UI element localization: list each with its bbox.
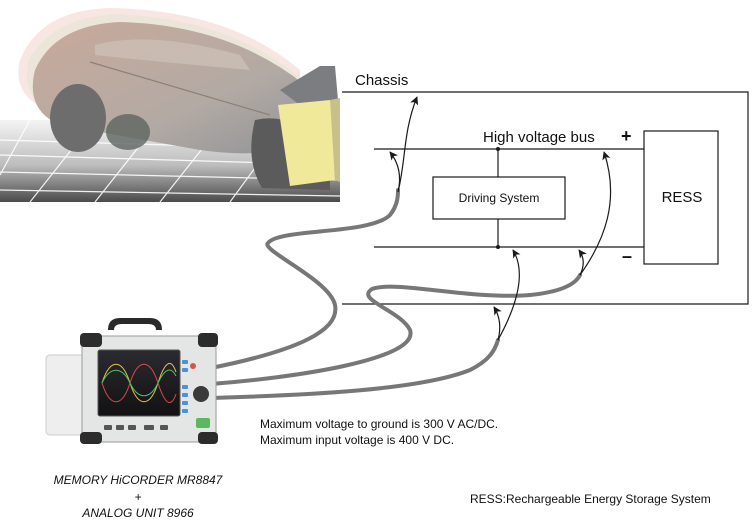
chassis-outline — [342, 91, 749, 305]
side-buttons — [182, 360, 188, 413]
ress-box — [643, 130, 719, 265]
ress-label: RESS — [661, 189, 703, 206]
driving-system-label: Driving System — [458, 191, 540, 205]
arrow-to-chassis-bottom — [493, 306, 502, 341]
chassis-label: Chassis — [355, 72, 409, 89]
arrow-to-hv-positive-right — [579, 151, 612, 276]
junction-dot-negative — [496, 245, 500, 249]
jog-dial — [193, 386, 209, 402]
positive-terminal-label: + — [621, 126, 632, 146]
negative-terminal-label: – — [622, 246, 633, 266]
recorder-illustration — [45, 318, 218, 444]
impact-barrier — [278, 100, 335, 186]
probe-cable-1 — [209, 188, 400, 370]
device-caption-recorder: MEMORY HiCORDER MR8847 — [53, 473, 223, 487]
arrow-to-hv-positive-left — [389, 151, 401, 193]
screen-waveforms — [101, 363, 177, 403]
arrow-to-hv-negative-right — [578, 249, 587, 276]
voltage-note-ground: Maximum voltage to ground is 300 V AC/DC… — [260, 417, 499, 431]
start-key — [196, 418, 210, 428]
high-voltage-bus-label: High voltage bus — [483, 129, 595, 146]
device-caption-unit: ANALOG UNIT 8966 — [82, 506, 194, 520]
ress-abbreviation-note: RESS:Rechargeable Energy Storage System — [470, 492, 711, 506]
junction-dot-positive — [496, 147, 500, 151]
device-caption-plus: + — [134, 490, 142, 504]
voltage-note-input: Maximum input voltage is 400 V DC. — [260, 433, 455, 447]
vehicle-illustration — [0, 8, 341, 203]
recorder-handle — [108, 318, 162, 330]
arrow-to-chassis — [397, 96, 419, 193]
probe-cable-3 — [209, 338, 500, 400]
recorder-screen — [97, 349, 181, 417]
probe-cable-2 — [209, 273, 582, 386]
car-wheel-rear — [50, 84, 106, 152]
arrow-to-hv-negative-center — [497, 249, 521, 341]
driving-system-box — [432, 176, 566, 220]
